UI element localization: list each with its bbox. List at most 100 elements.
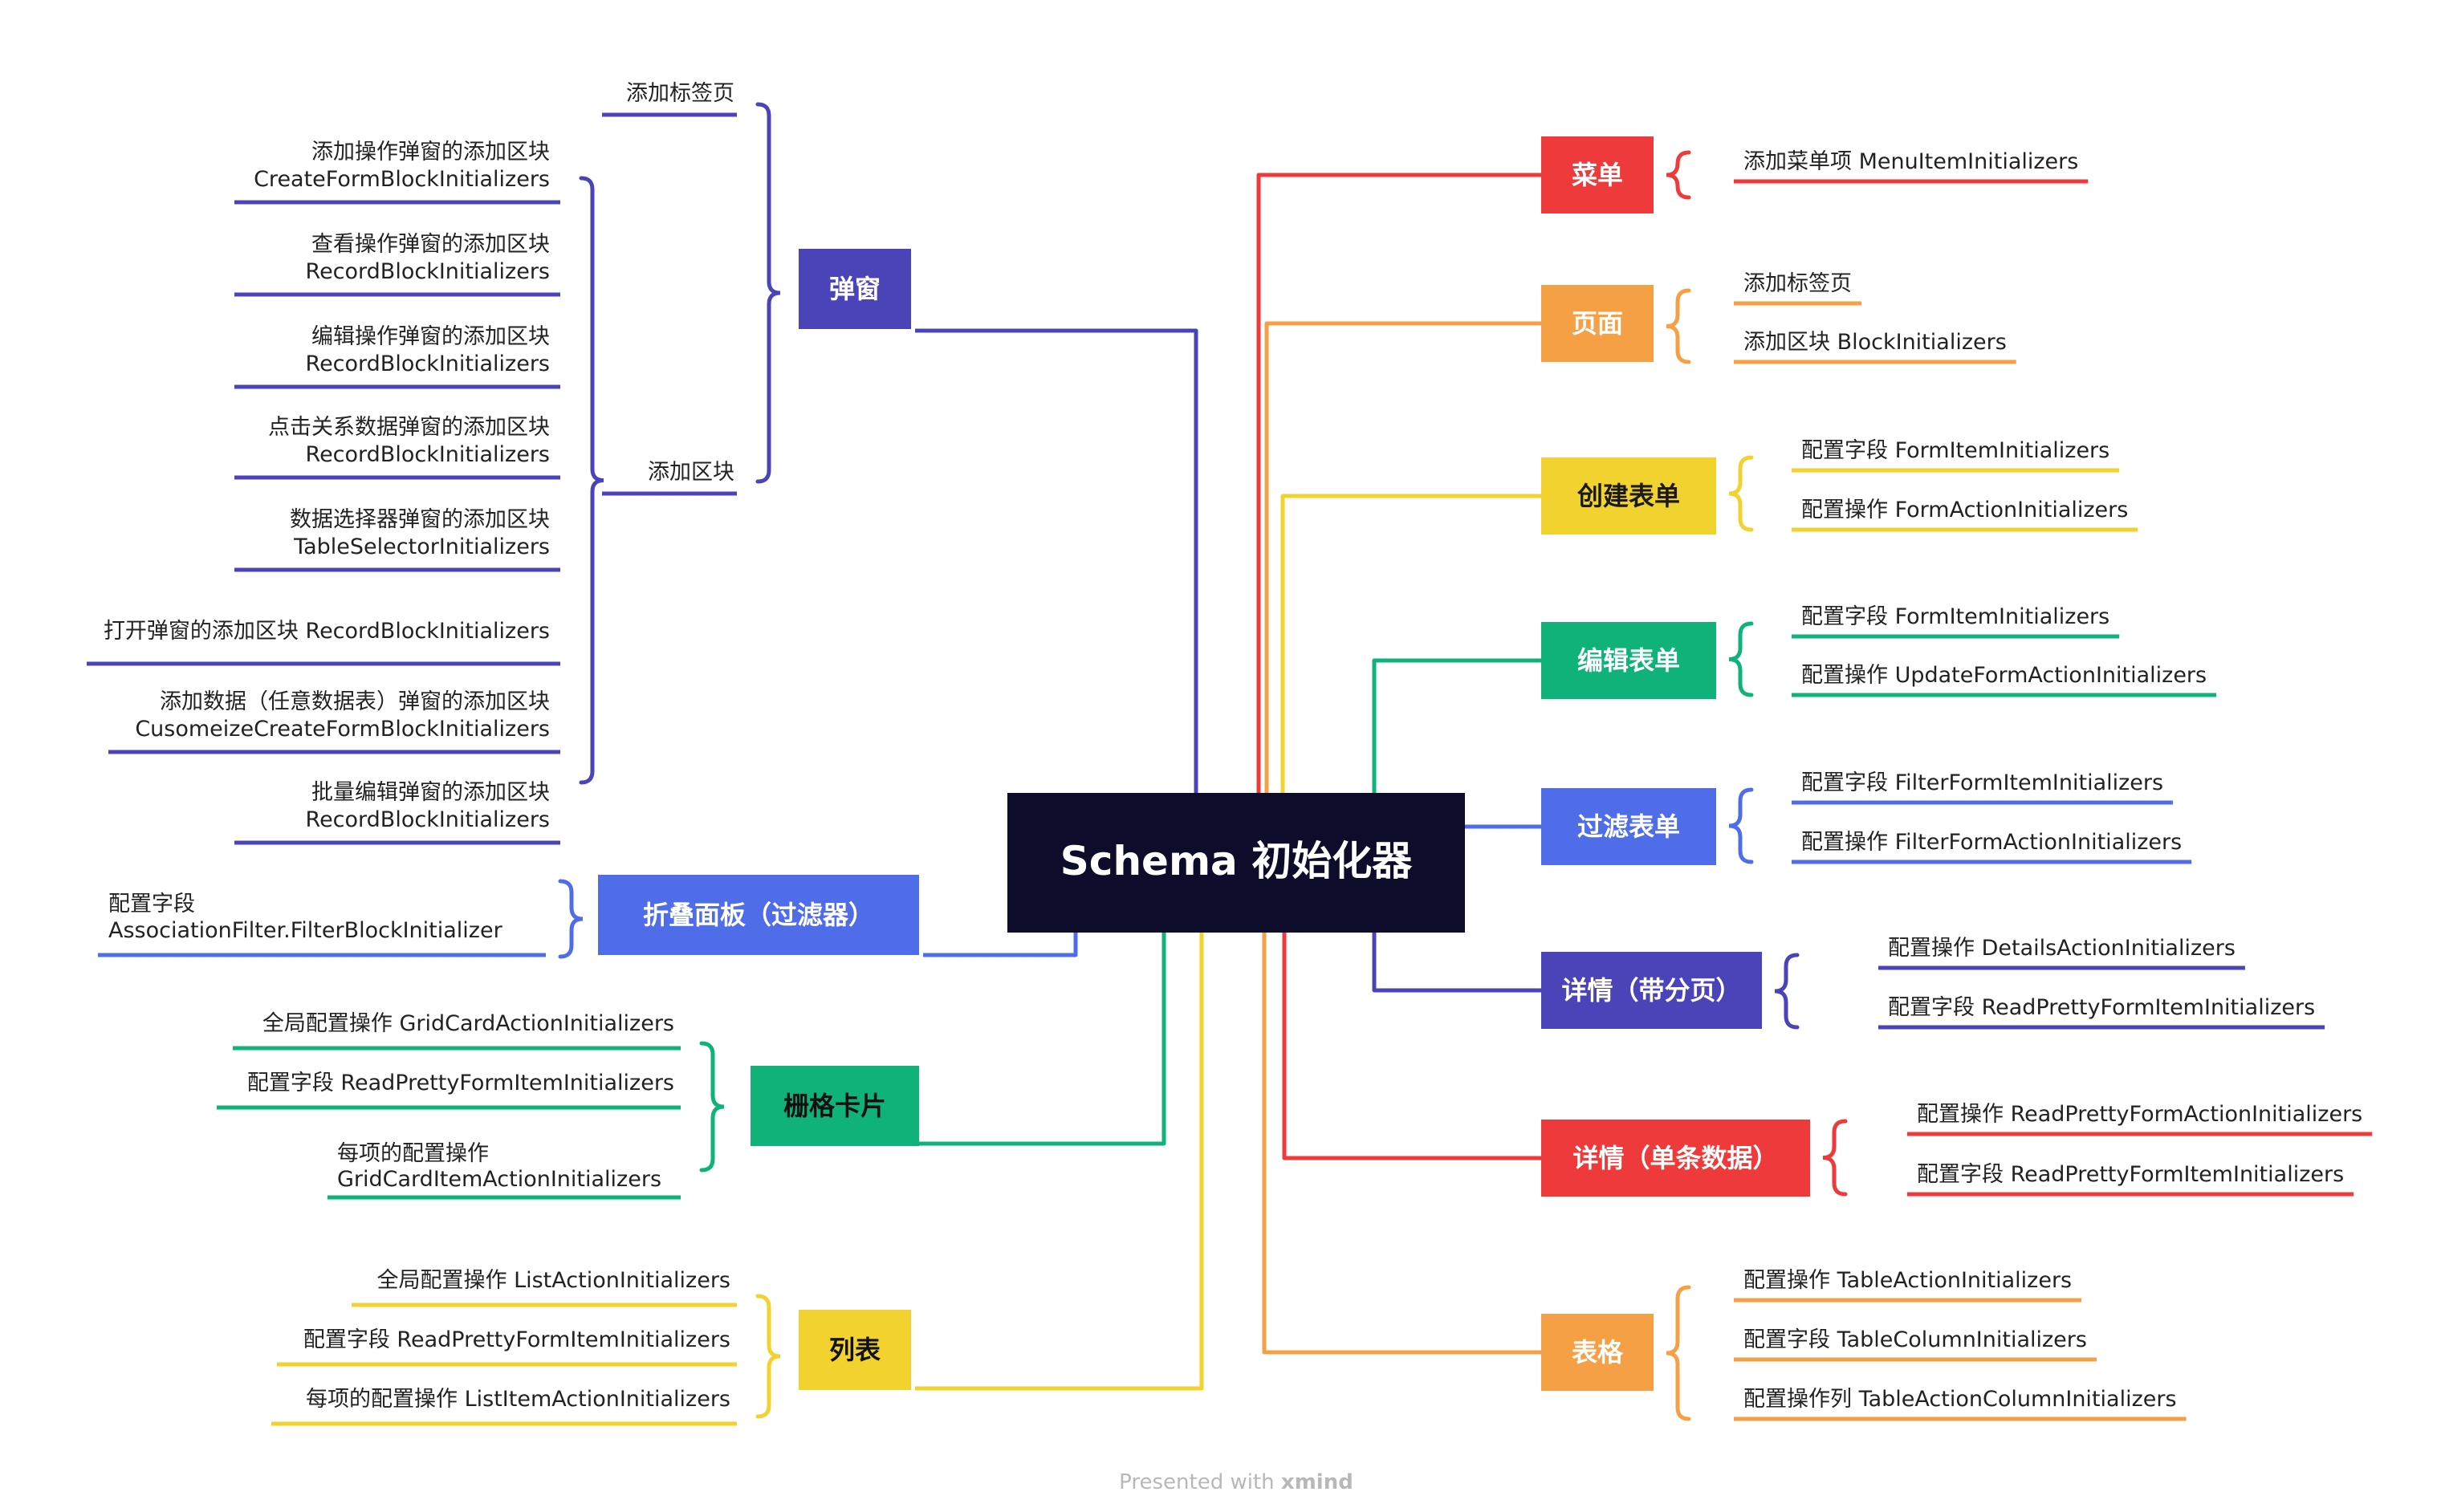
central-topic-box bbox=[1007, 793, 1465, 933]
leaf-edit-form-0[interactable]: 配置字段 FormItemInitializers bbox=[1792, 604, 2120, 639]
branch-details-single-label: 详情（单条数据） bbox=[1572, 1143, 1778, 1173]
leaf-label-line1: 查看操作弹窗的添加区块 bbox=[311, 232, 550, 257]
leaf-label-line2: AssociationFilter.FilterBlockInitializer bbox=[108, 918, 503, 943]
branch-list[interactable]: 列表 bbox=[799, 1310, 911, 1390]
branch-edit-form-label: 编辑表单 bbox=[1577, 645, 1680, 676]
list-leaf-1[interactable]: 配置字段 ReadPrettyFormItemInitializers bbox=[277, 1327, 737, 1367]
leaf-details-paged-0[interactable]: 配置操作 DetailsActionInitializers bbox=[1878, 936, 2245, 970]
branch-filter-form[interactable]: 过滤表单 bbox=[1541, 788, 1716, 865]
leaf-create-form-1[interactable]: 配置操作 FormActionInitializers bbox=[1792, 498, 2138, 532]
popup-block-2[interactable]: 编辑操作弹窗的添加区块 RecordBlockInitializers bbox=[234, 324, 560, 389]
grid-leaf-1[interactable]: 配置字段 ReadPrettyFormItemInitializers bbox=[217, 1071, 681, 1110]
leaf-label: 配置操作 DetailsActionInitializers bbox=[1888, 936, 2235, 961]
leaf-create-form-0[interactable]: 配置字段 FormItemInitializers bbox=[1792, 438, 2120, 473]
bracket-create-form bbox=[1728, 455, 1754, 532]
leaf-label: 配置字段 FormItemInitializers bbox=[1801, 604, 2109, 629]
leaf-table-2[interactable]: 配置操作列 TableActionColumnInitializers bbox=[1734, 1387, 2187, 1421]
connector-details-paged bbox=[1372, 933, 1541, 993]
branch-list-box bbox=[799, 1310, 911, 1390]
leaf-label-line2: RecordBlockInitializers bbox=[306, 352, 550, 376]
branch-details-single[interactable]: 详情（单条数据） bbox=[1541, 1120, 1810, 1197]
branch-create-form-label: 创建表单 bbox=[1576, 481, 1680, 511]
branch-page[interactable]: 页面 bbox=[1541, 285, 1654, 362]
leaf-filter-form-1[interactable]: 配置操作 FilterFormActionInitializers bbox=[1792, 830, 2192, 864]
leaf-label: 配置操作 TableActionInitializers bbox=[1743, 1268, 2072, 1293]
bracket-list bbox=[755, 1294, 781, 1419]
connector-list bbox=[915, 933, 1204, 1391]
leaf-label-line2: TableSelectorInitializers bbox=[293, 534, 550, 559]
leaf-filter-form-0[interactable]: 配置字段 FilterFormItemInitializers bbox=[1792, 770, 2174, 805]
leaf-label-line1: 编辑操作弹窗的添加区块 bbox=[311, 324, 550, 349]
branch-details-paged[interactable]: 详情（带分页） bbox=[1541, 952, 1762, 1029]
leaf-page-0[interactable]: 添加标签页 bbox=[1734, 271, 1861, 306]
branch-edit-form-box bbox=[1541, 622, 1716, 699]
branch-popup[interactable]: 弹窗 bbox=[799, 249, 911, 329]
leaf-edit-form-1[interactable]: 配置操作 UpdateFormActionInitializers bbox=[1792, 663, 2217, 697]
popup-block-6[interactable]: 添加数据（任意数据表）弹窗的添加区块CusomeizeCreateFormBlo… bbox=[108, 689, 560, 754]
bracket-edit-form bbox=[1728, 621, 1754, 697]
leaf-page-1[interactable]: 添加区块 BlockInitializers bbox=[1734, 330, 2016, 364]
list-leaf-2[interactable]: 每项的配置操作 ListItemActionInitializers bbox=[271, 1387, 737, 1426]
list-leaf-0[interactable]: 全局配置操作 ListActionInitializers bbox=[352, 1268, 737, 1307]
branch-menu-label: 菜单 bbox=[1572, 160, 1623, 190]
branch-menu[interactable]: 菜单 bbox=[1541, 136, 1654, 213]
branch-create-form-box bbox=[1541, 457, 1716, 534]
branch-list-label: 列表 bbox=[829, 1335, 881, 1365]
branch-grid[interactable]: 栅格卡片 bbox=[751, 1066, 919, 1146]
branch-popup-box bbox=[799, 249, 911, 329]
central-topic[interactable]: Schema 初始化器 bbox=[1007, 793, 1465, 933]
branch-page-label: 页面 bbox=[1572, 308, 1623, 339]
connector-filter-form bbox=[1460, 793, 1541, 829]
popup-block-5[interactable]: 打开弹窗的添加区块 RecordBlockInitializers bbox=[87, 619, 560, 666]
grid-leaf-0[interactable]: 全局配置操作 GridCardActionInitializers bbox=[233, 1011, 681, 1051]
leaf-label-line1: 添加操作弹窗的添加区块 bbox=[311, 140, 550, 165]
branch-grid-label: 栅格卡片 bbox=[783, 1091, 886, 1121]
leaf-table-0[interactable]: 配置操作 TableActionInitializers bbox=[1734, 1268, 2082, 1303]
branch-collapse-box bbox=[598, 875, 919, 955]
branch-details-single-box bbox=[1541, 1120, 1810, 1197]
leaf-label: 配置操作 FormActionInitializers bbox=[1801, 498, 2128, 522]
bracket-menu bbox=[1666, 150, 1691, 200]
branch-collapse[interactable]: 折叠面板（过滤器） bbox=[598, 875, 919, 955]
branch-create-form[interactable]: 创建表单 bbox=[1541, 457, 1716, 534]
leaf-popup-tab[interactable]: 添加标签页 bbox=[602, 81, 737, 117]
leaf-details-single-0[interactable]: 配置操作 ReadPrettyFormActionInitializers bbox=[1907, 1102, 2373, 1136]
connector-popup bbox=[915, 328, 1198, 793]
bracket-page bbox=[1666, 288, 1691, 364]
branch-table[interactable]: 表格 bbox=[1541, 1314, 1654, 1391]
connector-grid bbox=[915, 933, 1166, 1146]
brackets bbox=[558, 102, 1848, 1421]
leaf-details-single-1[interactable]: 配置字段 ReadPrettyFormItemInitializers bbox=[1907, 1162, 2354, 1197]
leaf-popup-block[interactable]: 添加区块 bbox=[602, 460, 737, 496]
leaf-label-line1: 每项的配置操作 bbox=[337, 1141, 489, 1166]
leaf-label: 配置字段 ReadPrettyFormItemInitializers bbox=[1888, 995, 2315, 1020]
leaf-label: 全局配置操作 ListActionInitializers bbox=[376, 1268, 730, 1293]
connectors bbox=[915, 173, 1541, 1391]
bracket-popup-blocks bbox=[579, 176, 604, 785]
bracket-table bbox=[1666, 1285, 1691, 1421]
branch-edit-form[interactable]: 编辑表单 bbox=[1541, 622, 1716, 699]
connector-details-single bbox=[1282, 933, 1541, 1160]
connector-menu bbox=[1256, 173, 1541, 793]
collapse-leaf-0[interactable]: 配置字段AssociationFilter.FilterBlockInitial… bbox=[98, 892, 546, 957]
bracket-filter-form bbox=[1728, 787, 1754, 864]
bracket-collapse bbox=[558, 879, 584, 959]
leaf-details-paged-1[interactable]: 配置字段 ReadPrettyFormItemInitializers bbox=[1878, 995, 2325, 1030]
leaf-menu-0[interactable]: 添加菜单项 MenuItemInitializers bbox=[1734, 149, 2089, 184]
leaf-table-1[interactable]: 配置字段 TableColumnInitializers bbox=[1734, 1327, 2097, 1362]
connector-page bbox=[1264, 321, 1541, 793]
branch-table-label: 表格 bbox=[1572, 1337, 1624, 1368]
leaf-label: 每项的配置操作 ListItemActionInitializers bbox=[306, 1387, 730, 1412]
leaf-label: 配置字段 ReadPrettyFormItemInitializers bbox=[247, 1071, 674, 1095]
leaf-label: 全局配置操作 GridCardActionInitializers bbox=[262, 1011, 674, 1036]
branch-menu-box bbox=[1541, 136, 1654, 213]
branch-popup-label: 弹窗 bbox=[829, 274, 881, 304]
watermark: Presented with xmind bbox=[1119, 1470, 1353, 1494]
